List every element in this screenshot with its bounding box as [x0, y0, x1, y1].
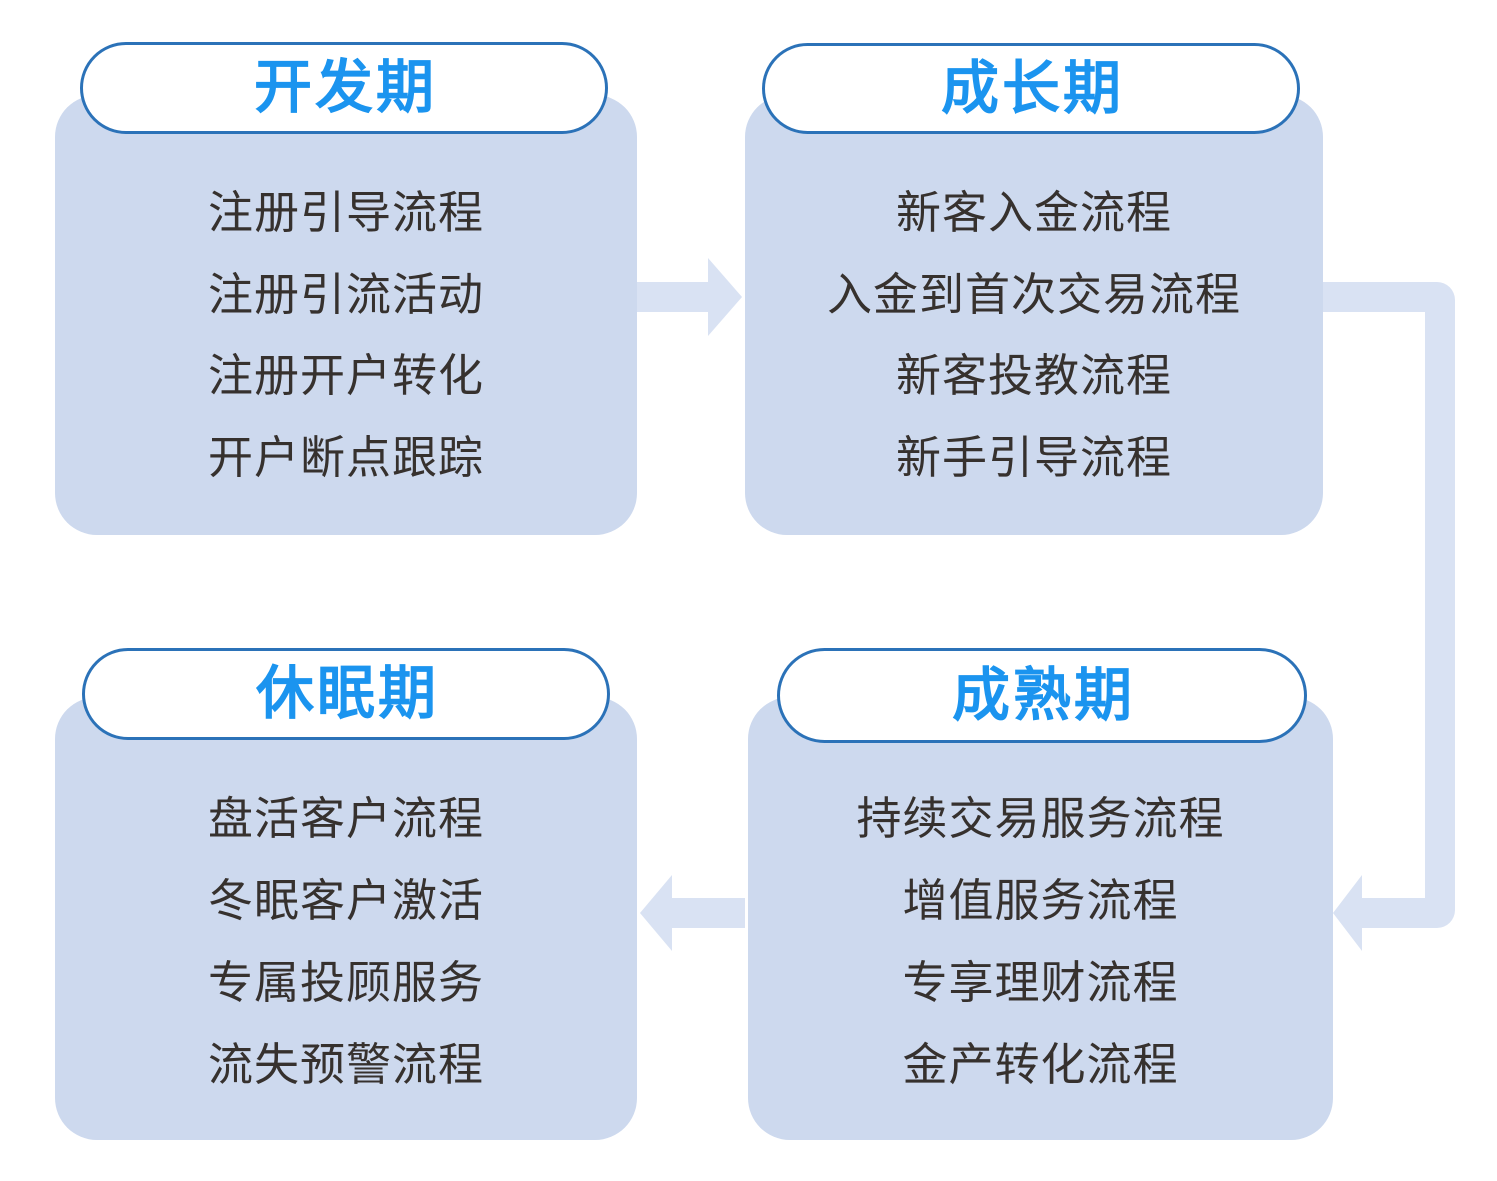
flow-item: 金产转化流程 [902, 1039, 1179, 1090]
card-development-items: 注册引导流程 注册引流活动 注册开户转化 开户断点跟踪 [55, 153, 637, 517]
card-title-pill-mature: 成熟期 [777, 648, 1307, 743]
flow-item: 流失预警流程 [207, 1039, 484, 1090]
flow-item: 持续交易服务流程 [856, 793, 1225, 844]
flow-item: 专享理财流程 [902, 957, 1179, 1008]
connector-growth-to-mature-icon [1323, 282, 1455, 951]
flow-item: 开户断点跟踪 [207, 432, 484, 484]
card-title-pill-dormant: 休眠期 [82, 648, 610, 740]
card-title-dormant: 休眠期 [255, 661, 439, 726]
flow-item: 盘活客户流程 [207, 793, 484, 844]
card-mature: 持续交易服务流程 增值服务流程 专享理财流程 金产转化流程 [748, 697, 1333, 1140]
flow-item: 注册引导流程 [207, 186, 484, 238]
card-dormant-items: 盘活客户流程 冬眠客户激活 专属投顾服务 流失预警流程 [55, 759, 637, 1124]
flow-item: 冬眠客户激活 [207, 875, 484, 926]
flow-item: 入金到首次交易流程 [826, 268, 1241, 320]
arrow-mature-to-dormant-icon [640, 875, 745, 951]
flow-item: 注册引流活动 [207, 268, 484, 320]
arrow-development-to-growth-icon [637, 258, 742, 336]
flow-item: 新手引导流程 [895, 432, 1172, 484]
card-growth: 新客入金流程 入金到首次交易流程 新客投教流程 新手引导流程 [745, 95, 1323, 535]
card-title-growth: 成长期 [940, 55, 1124, 121]
card-title-pill-development: 开发期 [80, 42, 608, 134]
flow-item: 注册开户转化 [207, 350, 484, 402]
flow-item: 增值服务流程 [902, 875, 1179, 926]
card-development: 注册引导流程 注册引流活动 注册开户转化 开户断点跟踪 [55, 95, 637, 535]
card-growth-items: 新客入金流程 入金到首次交易流程 新客投教流程 新手引导流程 [745, 153, 1323, 517]
flow-item: 专属投顾服务 [207, 957, 484, 1008]
card-mature-items: 持续交易服务流程 增值服务流程 专享理财流程 金产转化流程 [748, 759, 1333, 1124]
flow-item: 新客投教流程 [895, 350, 1172, 402]
card-dormant: 盘活客户流程 冬眠客户激活 专属投顾服务 流失预警流程 [55, 697, 637, 1140]
flow-item: 新客入金流程 [895, 186, 1172, 238]
card-title-pill-growth: 成长期 [762, 43, 1300, 134]
card-title-development: 开发期 [253, 55, 437, 120]
card-title-mature: 成熟期 [951, 662, 1135, 728]
